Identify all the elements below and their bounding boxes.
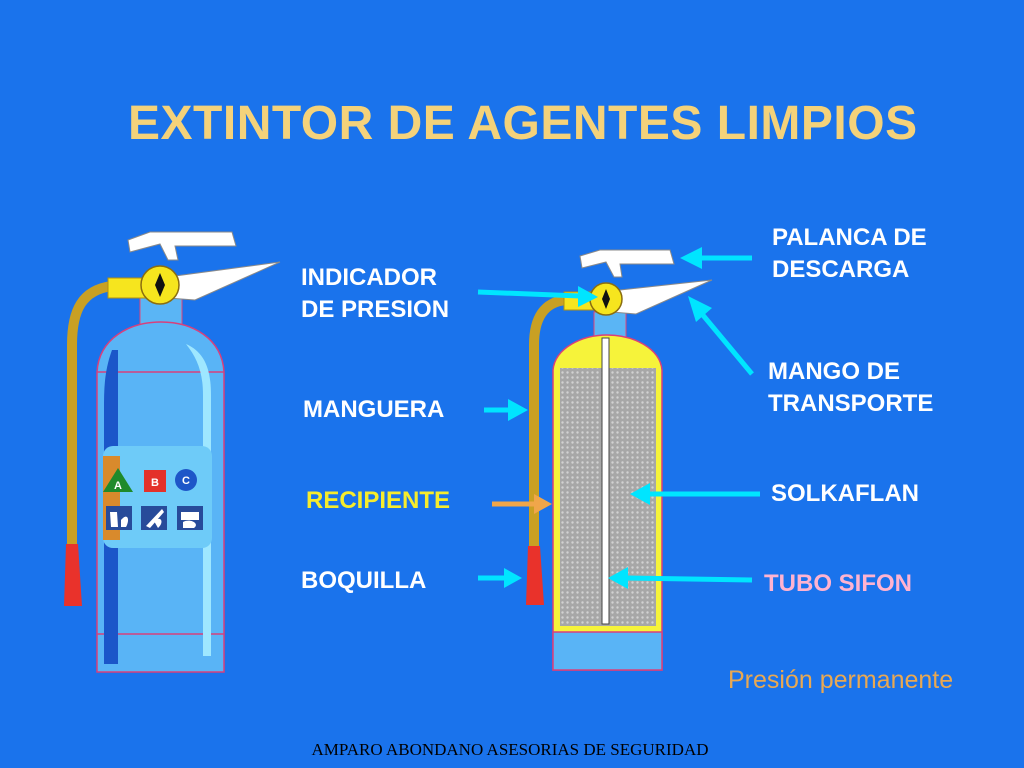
cylinder-base-cutaway (552, 631, 663, 671)
arrowhead-manguera (508, 399, 528, 421)
label-palanca-line-1: PALANCA DE (772, 224, 927, 251)
extinguisher-cutaway (526, 249, 713, 671)
label-indicador-line-2: DE PRESION (301, 296, 450, 323)
pointer-arrows (477, 247, 760, 589)
fire-type-glyph-3 (181, 512, 199, 528)
label-mango-line-1: MANGO DE (768, 358, 900, 385)
arrowhead-mango (688, 296, 712, 322)
label-mango-transporte: MANGO DE TRANSPORTE (768, 356, 933, 420)
arrowhead-solkaflan (630, 483, 650, 505)
class-a-text: A (114, 480, 122, 492)
arrow-tubo-sifon (625, 575, 753, 583)
fire-type-glyph-2 (146, 509, 164, 528)
page-title: EXTINTOR DE AGENTES LIMPIOS (128, 97, 918, 150)
arrowhead-indicador (578, 286, 598, 307)
carry-handle-exterior (167, 261, 281, 301)
label-manguera: MANGUERA (303, 396, 445, 423)
label-indicador-presion: INDICADOR DE PRESION (301, 262, 449, 326)
arrowhead-palanca (680, 247, 702, 269)
discharge-lever-cutaway (579, 249, 675, 278)
label-solkaflan: SOLKAFLAN (771, 480, 919, 507)
label-indicador-line-1: INDICADOR (301, 264, 437, 291)
nozzle-exterior (64, 544, 82, 606)
label-palanca-line-2: DESCARGA (772, 256, 910, 283)
label-palanca-descarga: PALANCA DE DESCARGA (772, 222, 927, 286)
footer-text: AMPARO ABONDANO ASESORIAS DE SEGURIDAD (311, 740, 709, 759)
label-mango-line-2: TRANSPORTE (768, 390, 934, 417)
gauge-needle-exterior (155, 273, 165, 297)
arrow-mango (700, 312, 754, 376)
class-c-text: C (182, 475, 190, 487)
arrow-indicador (477, 289, 581, 299)
body-highlight-right (186, 344, 211, 656)
class-a-icon (103, 468, 133, 492)
label-boquilla: BOQUILLA (301, 567, 427, 594)
valve-neck-cutaway (593, 311, 627, 339)
pressure-note: Presión permanente (728, 666, 954, 694)
extinguisher-exterior: A B C (64, 231, 281, 673)
hose-exterior (67, 281, 117, 550)
nozzle-cutaway (526, 546, 544, 605)
hose-cutaway (529, 295, 571, 553)
label-tubo-sifon: TUBO SIFON (764, 570, 912, 597)
siphon-tube (601, 337, 610, 625)
arrowhead-boquilla (504, 568, 522, 588)
arrowhead-recipiente (534, 494, 552, 514)
discharge-lever-exterior (127, 231, 237, 261)
class-c-icon (175, 469, 197, 491)
class-b-icon (144, 470, 166, 492)
arrowhead-tubo-sifon (608, 567, 628, 589)
fire-type-icon-1 (106, 506, 132, 530)
class-b-text: B (151, 477, 159, 489)
fire-type-glyph-1 (110, 512, 129, 527)
gauge-needle-cutaway (602, 289, 610, 309)
footer-credit: AMPARO ABONDANO ASESORIAS DE SEGURIDAD (0, 740, 1024, 760)
label-recipiente: RECIPIENTE (306, 487, 451, 514)
